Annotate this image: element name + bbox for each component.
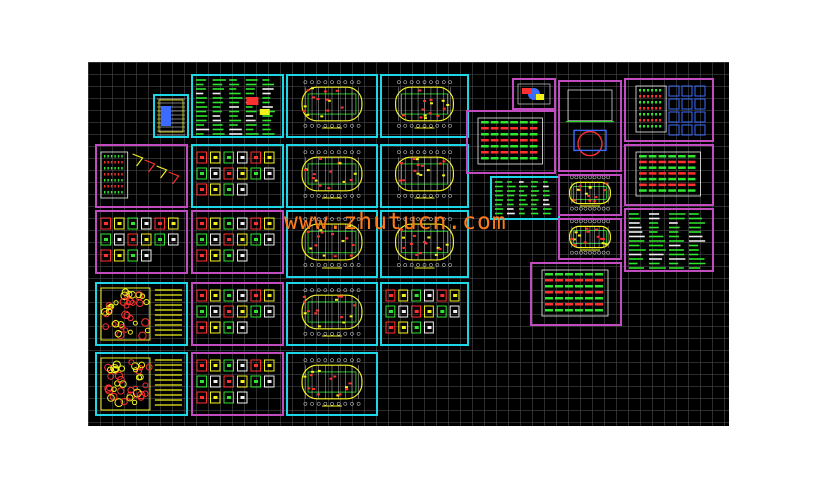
- sheet-drawing-floor-plan: [301, 358, 363, 407]
- drawing-sheet-elevation-and-windows[interactable]: [624, 78, 714, 142]
- drawing-sheet-structural-details-mixed[interactable]: [191, 144, 284, 208]
- drawing-sheet-building-elevation[interactable]: [624, 144, 714, 206]
- sheet-drawing-schedule-text: [495, 181, 552, 215]
- sheet-drawing-building-elevation: [477, 117, 543, 165]
- drawing-sheet-floor-plan-small[interactable]: [558, 218, 622, 260]
- drawing-sheet-floor-plan[interactable]: [286, 282, 378, 346]
- watermark-text: www.zhutucn.com: [284, 209, 507, 235]
- sheet-drawing-details-and-notes: [196, 217, 275, 262]
- sheet-drawing-floor-plan: [394, 150, 454, 199]
- drawing-sheet-floor-plan[interactable]: [380, 144, 469, 208]
- drawing-sheet-specification-text[interactable]: [624, 208, 714, 272]
- drawing-sheet-stair-details[interactable]: [380, 282, 469, 346]
- drawing-sheet-floor-plan[interactable]: [286, 144, 378, 208]
- sheet-drawing-section-detail-blue: [566, 89, 614, 157]
- drawing-sheet-rebar-plan-red[interactable]: [95, 282, 188, 346]
- sheet-drawing-building-elevation: [541, 269, 609, 317]
- drawing-sheet-floor-plan[interactable]: [380, 74, 469, 138]
- drawing-sheet-floor-plan[interactable]: [286, 210, 378, 278]
- sheet-drawing-elevation-and-windows: [635, 85, 706, 136]
- sheet-drawing-stair-details: [385, 289, 460, 334]
- sheet-drawing-column-details: [100, 217, 179, 262]
- sheet-drawing-title-block-table: [157, 98, 185, 136]
- drawing-sheet-floor-plan[interactable]: [286, 74, 378, 138]
- sheet-drawing-floor-plan-small: [568, 176, 611, 211]
- sheet-drawing-foundation-plan: [196, 289, 275, 334]
- drawing-sheet-building-elevation[interactable]: [530, 262, 622, 326]
- drawing-sheet-column-details[interactable]: [95, 210, 188, 274]
- drawing-sheet-details-and-notes[interactable]: [191, 210, 284, 274]
- sheet-drawing-floor-plan: [301, 217, 363, 269]
- sheet-drawing-foundation-plan: [196, 359, 275, 404]
- drawing-sheet-rebar-plan-red[interactable]: [95, 352, 188, 416]
- drawing-sheet-title-block-table[interactable]: [153, 94, 189, 138]
- drawing-sheet-floor-plan[interactable]: [286, 352, 378, 416]
- drawing-sheet-section-detail-blue[interactable]: [558, 80, 622, 172]
- sheet-drawing-elevation-and-sections: [100, 151, 180, 199]
- sheet-drawing-building-elevation: [635, 151, 701, 197]
- sheet-drawing-floor-plan: [301, 288, 363, 337]
- cad-drawing-canvas[interactable]: www.zhutucn.com: [88, 62, 729, 426]
- sheet-drawing-structural-details-mixed: [196, 151, 275, 196]
- drawing-sheet-general-notes-text[interactable]: [191, 74, 284, 138]
- drawing-sheet-site-plan[interactable]: [512, 78, 556, 110]
- sheet-drawing-floor-plan: [301, 150, 363, 199]
- drawing-sheet-floor-plan-small[interactable]: [558, 174, 622, 216]
- sheet-drawing-rebar-plan-red: [100, 357, 182, 411]
- drawing-sheet-schedule-text[interactable]: [490, 176, 560, 220]
- sheet-drawing-general-notes-text: [196, 79, 275, 135]
- drawing-sheet-floor-plan[interactable]: [380, 210, 469, 278]
- drawing-sheet-foundation-plan[interactable]: [191, 352, 284, 416]
- sheet-drawing-floor-plan: [394, 80, 454, 129]
- drawing-sheet-building-elevation[interactable]: [466, 110, 556, 174]
- sheet-drawing-floor-plan: [301, 80, 363, 129]
- drawing-sheet-foundation-plan[interactable]: [191, 282, 284, 346]
- drawing-sheet-elevation-and-sections[interactable]: [95, 144, 188, 208]
- sheet-drawing-floor-plan-small: [568, 220, 611, 255]
- sheet-drawing-floor-plan: [394, 217, 454, 269]
- sheet-drawing-specification-text: [629, 213, 706, 269]
- sheet-drawing-site-plan: [517, 83, 551, 105]
- sheet-drawing-rebar-plan-red: [100, 287, 182, 341]
